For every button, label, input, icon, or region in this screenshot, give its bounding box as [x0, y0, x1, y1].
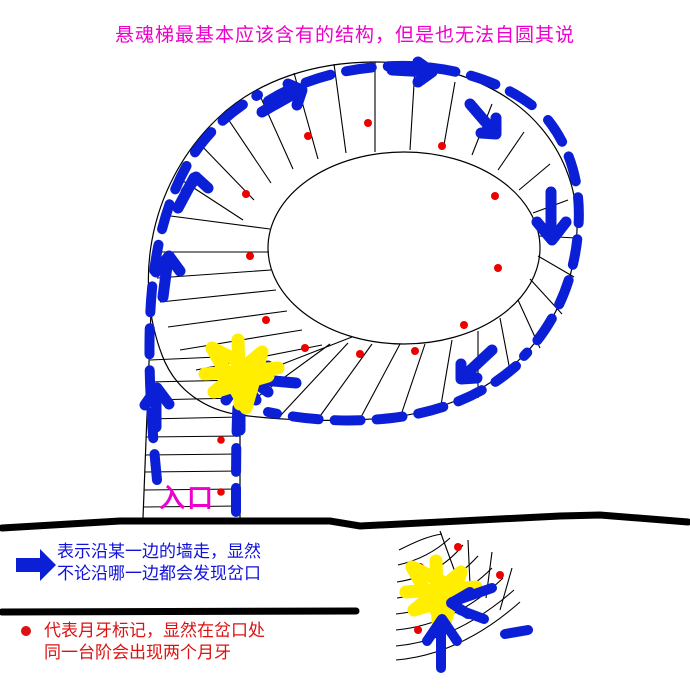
arrowhead-up-left-wall-1	[150, 250, 186, 303]
legend-walk-direction-text: 表示沿某一边的墙走，显然 不论沿哪一边都会发现岔口	[57, 542, 261, 584]
page-title: 悬魂梯最基本应该含有的结构，但是也无法自圆其说	[114, 24, 575, 46]
legend-moon-mark-text: 代表月牙标记，显然在岔口处 同一台阶会出现两个月牙	[44, 621, 265, 663]
red-dot-icon	[21, 626, 31, 636]
divider-top	[0, 511, 690, 532]
inset-direction-arrows	[422, 583, 533, 673]
arrowhead-down	[531, 186, 572, 246]
moon-mark-dots	[217, 119, 502, 496]
blue-arrow-icon	[16, 549, 56, 581]
arrowhead-up-left-wall-3	[139, 382, 175, 433]
entrance-label: 入口	[159, 484, 216, 514]
arrowhead-up-left-wall-2	[172, 171, 214, 214]
divider-bottom	[0, 607, 360, 616]
arrowhead-down-right	[464, 98, 502, 140]
junction-star-main	[198, 333, 285, 415]
step-lines-radial	[156, 62, 577, 420]
arrowhead-down-left	[455, 344, 498, 385]
inset-arrowhead-up	[422, 614, 462, 673]
inner-well	[267, 151, 541, 345]
arrowhead-right	[386, 56, 438, 88]
